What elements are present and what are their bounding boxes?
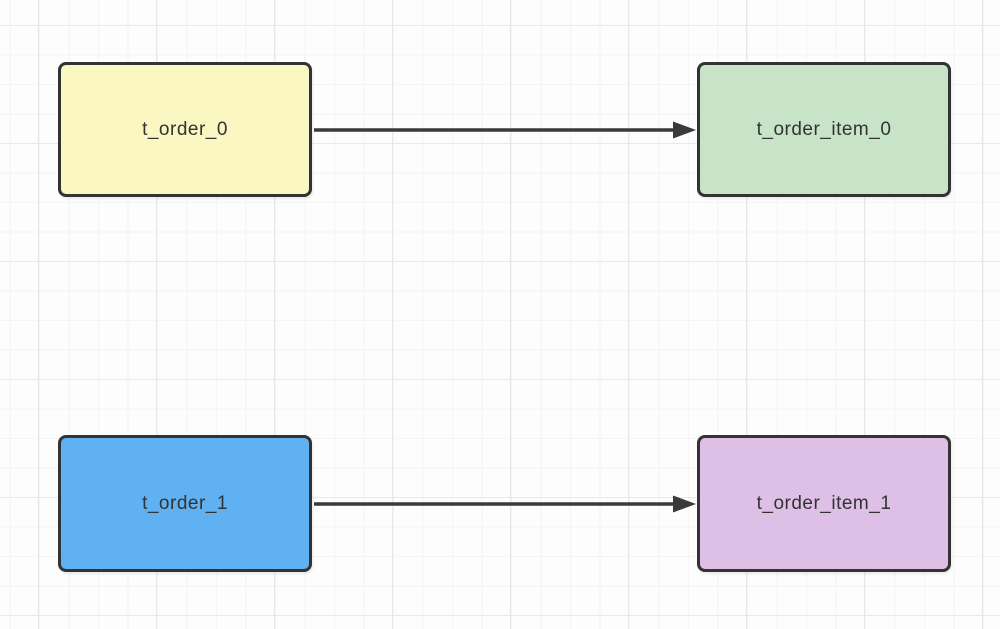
arrowhead-icon	[673, 495, 696, 513]
node-label: t_order_item_1	[756, 492, 892, 514]
arrowhead-icon	[673, 121, 696, 139]
node-t-order-item-1[interactable]: t_order_item_1	[697, 435, 951, 572]
node-label: t_order_item_0	[756, 118, 892, 140]
edge-t-order-0-to-t-order-item-0[interactable]	[314, 121, 696, 139]
node-t-order-item-0[interactable]: t_order_item_0	[697, 62, 951, 197]
node-t-order-1[interactable]: t_order_1	[58, 435, 312, 572]
node-label: t_order_1	[142, 492, 228, 514]
node-label: t_order_0	[142, 118, 228, 140]
edge-t-order-1-to-t-order-item-1[interactable]	[314, 495, 696, 513]
node-t-order-0[interactable]: t_order_0	[58, 62, 312, 197]
